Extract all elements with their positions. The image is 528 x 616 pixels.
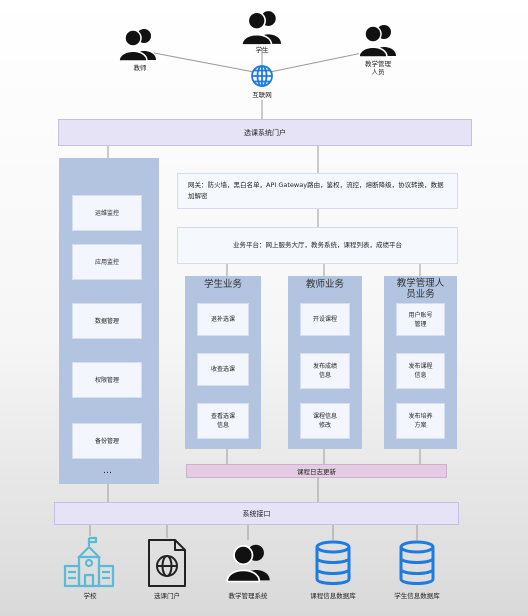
user-label-student: 学生 xyxy=(255,46,269,54)
school-label: 学校 xyxy=(83,592,97,600)
admin-business-title: 教学管理人 员业务 xyxy=(396,278,445,300)
gateway-bar: 网关：防火墙，黑白名单，API Gateway路由，鉴权，流控，熔断降级，协议转… xyxy=(177,173,458,209)
admin-item-1: 用户账号 管理 xyxy=(396,303,445,336)
teacher-item-1: 开设课程 xyxy=(300,303,350,336)
portal-bar: 选课系统门户 xyxy=(58,119,472,146)
internet-label: 互联网 xyxy=(252,91,272,99)
management-system-label: 教学管理系统 xyxy=(228,592,268,600)
business-platform-bar: 业务平台：网上服务大厅，教务系统，课程列表，成绩平台 xyxy=(177,227,458,264)
ops-item-4: 权限管理 xyxy=(72,362,142,398)
user-label-admin: 教学管理 人员 xyxy=(365,60,391,76)
web-document-icon xyxy=(148,539,186,587)
teacher-item-2: 发布成绩 信息 xyxy=(300,353,350,389)
student-person-icon xyxy=(241,11,281,46)
school-building-icon xyxy=(63,536,115,588)
admin-item-2: 发布课程 信息 xyxy=(396,353,445,389)
student-item-2: 收查选课 xyxy=(197,353,249,386)
admin-item-3: 发布培养 方案 xyxy=(396,403,445,439)
course-db-label: 课程信息数据库 xyxy=(310,592,356,600)
teacher-business-title: 教师业务 xyxy=(305,279,344,290)
student-business-title: 学生业务 xyxy=(203,279,242,290)
database-icon xyxy=(399,540,435,585)
course-log-bar: 课程日志更新 xyxy=(186,464,447,478)
teacher-person-icon xyxy=(118,29,156,62)
ops-more-ellipsis: … xyxy=(103,466,113,476)
ops-item-2: 应用监控 xyxy=(72,244,142,280)
student-item-1: 退补选课 xyxy=(197,303,249,336)
portal-label: 选课门户 xyxy=(154,592,180,600)
student-item-3: 查看选课 信息 xyxy=(197,403,249,439)
ops-item-3: 数据管理 xyxy=(72,303,142,339)
user-label-teacher: 教师 xyxy=(133,64,147,72)
ops-item-1: 运维监控 xyxy=(72,195,142,231)
teacher-item-3: 课程信息 修改 xyxy=(300,403,350,439)
database-icon xyxy=(315,540,351,585)
admin-person-icon xyxy=(358,25,396,58)
student-db-label: 学生信息数据库 xyxy=(394,592,440,600)
system-interface-bar: 系统接口 xyxy=(54,502,459,525)
internet-globe-icon xyxy=(251,65,273,87)
management-person-icon xyxy=(226,544,270,583)
ops-item-5: 备份管理 xyxy=(72,423,142,459)
